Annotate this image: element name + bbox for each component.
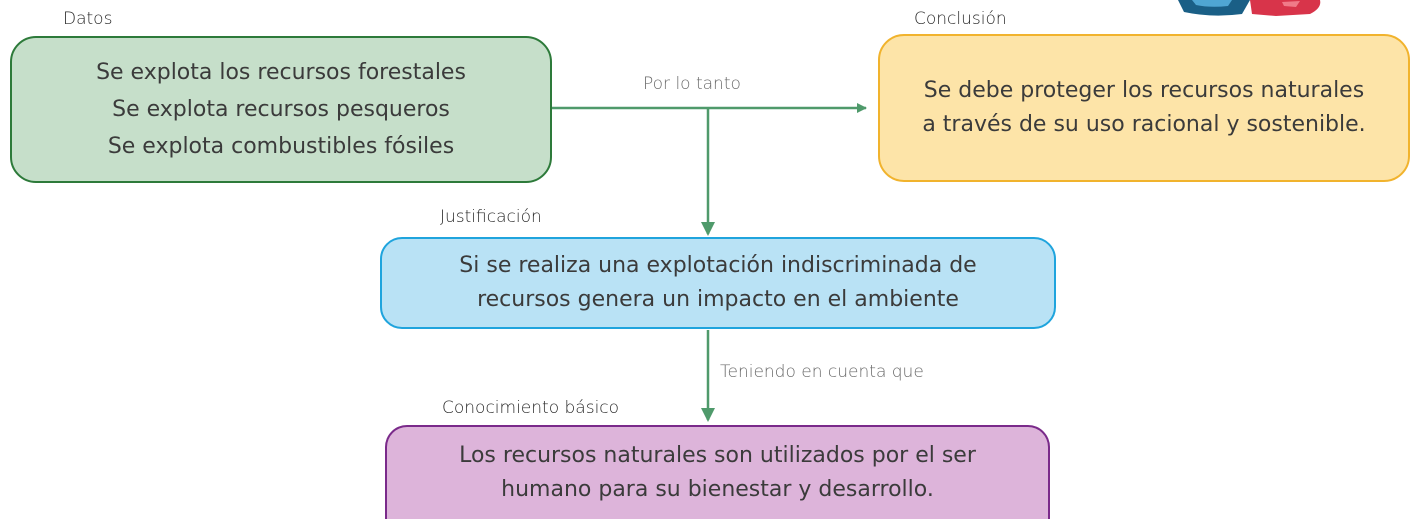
justificacion-line: Si se realiza una explotación indiscrimi… [459, 253, 977, 278]
justificacion-line: recursos genera un impacto en el ambient… [477, 287, 959, 312]
label-datos: Datos [63, 9, 113, 29]
label-conocimiento-basico: Conocimiento básico [442, 398, 620, 418]
datos-box: Se explota los recursos forestales Se ex… [10, 36, 552, 183]
label-conclusion: Conclusión [914, 9, 1007, 29]
arrowhead-conocimiento [701, 408, 715, 422]
conocimiento-line: humano para su bienestar y desarrollo. [501, 477, 934, 502]
conclusion-line: a través de su uso racional y sostenible… [922, 112, 1366, 137]
datos-line: Se explota combustibles fósiles [107, 134, 455, 159]
justificacion-box: Si se realiza una explotación indiscrimi… [380, 237, 1056, 329]
edge-label-teniendo-en-cuenta-que: Teniendo en cuenta que [720, 362, 924, 382]
pill-icon [1172, 0, 1322, 16]
conocimiento-line: Los recursos naturales son utilizados po… [459, 443, 976, 468]
conclusion-line: Se debe proteger los recursos naturales [923, 78, 1365, 103]
edge-label-por-lo-tanto: Por lo tanto [643, 74, 741, 94]
datos-line: Se explota los recursos forestales [96, 60, 466, 85]
datos-line: Se explota recursos pesqueros [112, 97, 450, 122]
arrowhead-justificacion [701, 222, 715, 236]
conocimiento-basico-box: Los recursos naturales son utilizados po… [385, 425, 1050, 519]
label-justificacion: Justificación [440, 207, 542, 227]
conclusion-box: Se debe proteger los recursos naturales … [878, 34, 1410, 182]
